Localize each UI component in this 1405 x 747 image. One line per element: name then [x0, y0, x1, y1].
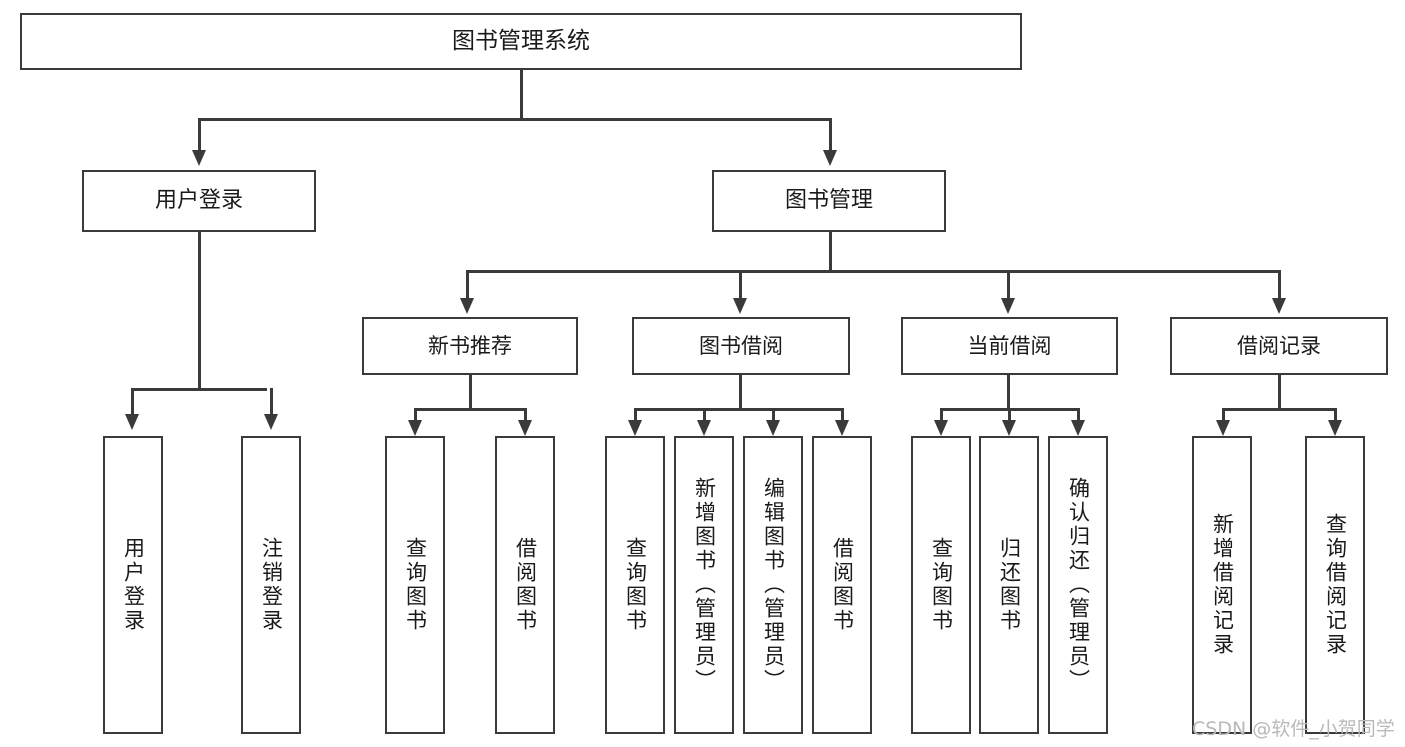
node-label: 图书管理: [784, 188, 873, 213]
node-root-system[interactable]: 图书管理系统: [20, 13, 1022, 70]
node-label: 借阅图书: [830, 537, 855, 633]
node-user-login[interactable]: 用户登录: [82, 170, 316, 232]
arrow-book-borrow-leaf-1: [628, 420, 642, 436]
arrow-root-to-user-login: [192, 150, 206, 166]
leaf-edit-book-admin[interactable]: 编辑图书（管理员）: [743, 436, 803, 734]
leaf-query-book-recommend[interactable]: 查询图书: [385, 436, 445, 734]
arrow-book-borrow-leaf-3: [766, 420, 780, 436]
arrow-borrow-record-leaf-1: [1216, 420, 1230, 436]
edge-borrow-record-to-leaf-2: [1334, 408, 1337, 430]
edge-book-manage-bus: [466, 270, 1281, 273]
edge-new-book-to-leaf-1: [414, 408, 417, 430]
edge-root-stem: [520, 70, 523, 118]
arrow-to-current-borrow: [1001, 298, 1015, 314]
leaf-borrow-book-recommend[interactable]: 借阅图书: [495, 436, 555, 734]
node-label: 用户登录: [121, 537, 146, 633]
leaf-confirm-return-admin[interactable]: 确认归还（管理员）: [1048, 436, 1108, 734]
edge-new-book-to-leaf-2: [524, 408, 527, 430]
node-label: 新增借阅记录: [1210, 513, 1235, 657]
edge-to-current-borrow: [1007, 270, 1010, 300]
arrow-root-to-book-manage: [823, 150, 837, 166]
arrow-current-borrow-leaf-3: [1071, 420, 1085, 436]
leaf-add-borrow-record[interactable]: 新增借阅记录: [1192, 436, 1252, 734]
arrow-current-borrow-leaf-1: [934, 420, 948, 436]
node-label: 新书推荐: [428, 333, 512, 358]
edge-current-borrow-to-leaf-3: [1077, 408, 1080, 430]
node-label: 查询借阅记录: [1323, 513, 1348, 657]
arrow-current-borrow-leaf-2: [1002, 420, 1016, 436]
edge-to-book-borrow: [739, 270, 742, 300]
edge-current-borrow-to-leaf-1: [940, 408, 943, 430]
edge-borrow-record-to-leaf-1: [1222, 408, 1225, 430]
node-label: 查询图书: [623, 537, 648, 633]
arrow-user-login-leaf-1: [125, 414, 139, 430]
edge-user-login-bus: [131, 388, 267, 391]
arrow-book-borrow-leaf-2: [697, 420, 711, 436]
edge-to-borrow-record: [1278, 270, 1281, 300]
node-label: 用户登录: [154, 188, 243, 213]
edge-root-to-book-manage: [829, 118, 832, 152]
node-label: 编辑图书（管理员）: [761, 477, 786, 693]
leaf-query-book-borrow[interactable]: 查询图书: [605, 436, 665, 734]
leaf-return-book[interactable]: 归还图书: [979, 436, 1039, 734]
edge-book-borrow-bus: [634, 408, 842, 411]
edge-borrow-record-bus: [1222, 408, 1336, 411]
node-label: 借阅图书: [513, 537, 538, 633]
leaf-query-book-current[interactable]: 查询图书: [911, 436, 971, 734]
node-label: 查询图书: [929, 537, 954, 633]
node-label: 图书借阅: [699, 333, 783, 358]
leaf-user-login[interactable]: 用户登录: [103, 436, 163, 734]
edge-current-borrow-stem: [1007, 375, 1010, 408]
arrow-borrow-record-leaf-2: [1328, 420, 1342, 436]
arrow-user-login-leaf-2: [264, 414, 278, 430]
node-new-book-recommend[interactable]: 新书推荐: [362, 317, 578, 375]
edge-book-borrow-to-leaf-4: [841, 408, 844, 430]
leaf-add-book-admin[interactable]: 新增图书（管理员）: [674, 436, 734, 734]
node-label: 借阅记录: [1237, 333, 1321, 358]
edge-book-borrow-to-leaf-1: [634, 408, 637, 430]
edge-root-bus: [198, 118, 832, 121]
edge-root-to-user-login: [198, 118, 201, 152]
node-label: 新增图书（管理员）: [692, 477, 717, 693]
leaf-query-borrow-record[interactable]: 查询借阅记录: [1305, 436, 1365, 734]
edge-book-borrow-to-leaf-3: [772, 408, 775, 430]
edge-user-login-to-leaf-1: [131, 388, 134, 416]
edge-current-borrow-to-leaf-2: [1008, 408, 1011, 430]
arrow-to-new-book-recommend: [460, 298, 474, 314]
edge-book-borrow-to-leaf-2: [703, 408, 706, 430]
arrow-new-book-leaf-2: [518, 420, 532, 436]
leaf-logout[interactable]: 注销登录: [241, 436, 301, 734]
node-label: 查询图书: [403, 537, 428, 633]
node-label: 当前借阅: [967, 333, 1052, 358]
arrow-to-book-borrow: [733, 298, 747, 314]
arrow-new-book-leaf-1: [408, 420, 422, 436]
edge-borrow-record-stem: [1278, 375, 1281, 408]
edge-user-login-stem: [198, 232, 201, 388]
edge-new-book-stem: [469, 375, 472, 408]
edge-book-manage-stem: [829, 232, 832, 270]
node-book-management[interactable]: 图书管理: [712, 170, 946, 232]
arrow-to-borrow-record: [1272, 298, 1286, 314]
node-label: 注销登录: [259, 537, 284, 633]
edge-user-login-to-leaf-2: [270, 388, 273, 416]
node-borrow-record[interactable]: 借阅记录: [1170, 317, 1388, 375]
arrow-book-borrow-leaf-4: [835, 420, 849, 436]
node-label: 归还图书: [997, 537, 1022, 633]
node-label: 图书管理系统: [452, 28, 590, 54]
node-current-borrow[interactable]: 当前借阅: [901, 317, 1118, 375]
node-label: 确认归还（管理员）: [1066, 477, 1091, 693]
edge-book-borrow-stem: [739, 375, 742, 408]
node-book-borrow[interactable]: 图书借阅: [632, 317, 850, 375]
edge-new-book-bus: [414, 408, 526, 411]
edge-to-new-book-recommend: [466, 270, 469, 300]
leaf-borrow-book[interactable]: 借阅图书: [812, 436, 872, 734]
